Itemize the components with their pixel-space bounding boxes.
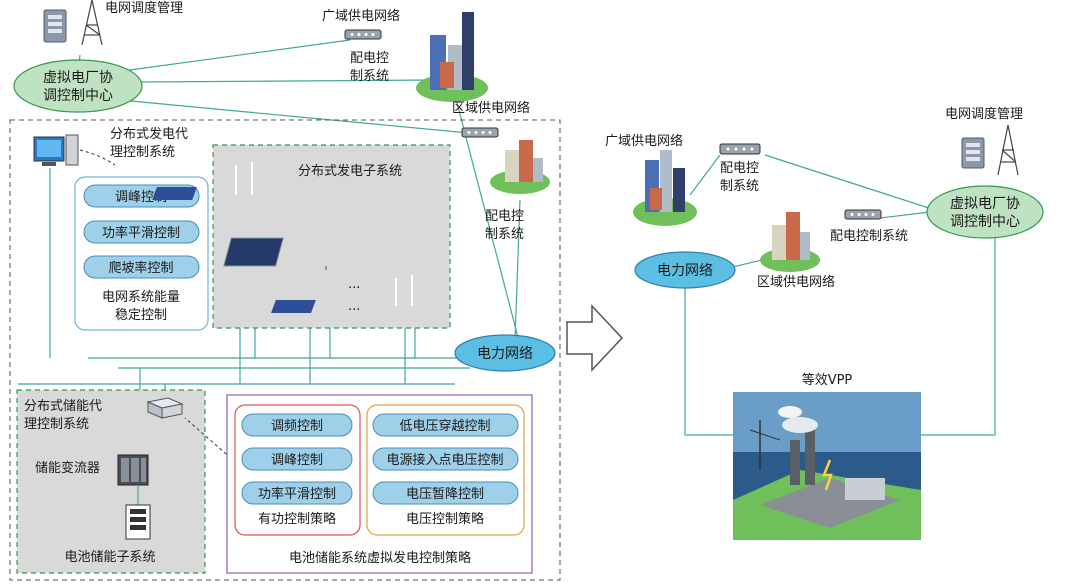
right-vpp-center-line2: 调控制中心 (950, 214, 1020, 230)
active-control-2: 功率平滑控制 (258, 486, 336, 502)
wind-solar-icon (152, 162, 253, 200)
right-power-grid: 电力网络 (634, 251, 736, 289)
vpp-center-line1: 虚拟电厂协 (43, 70, 113, 86)
ramp-rate-pill[interactable] (83, 255, 200, 279)
voltage-control-2: 电压暂降控制 (406, 487, 484, 502)
server-icon (961, 137, 985, 169)
dist-ctrl-top-line1: 配电控 (350, 51, 389, 66)
grid-dispatch-label: 电网调度管理 (105, 0, 183, 16)
battery-stack-icon (125, 504, 151, 540)
right-connection-lines (684, 154, 996, 436)
right-power-grid-label: 电力网络 (657, 263, 713, 279)
active-strategy-label: 有功控制策略 (258, 511, 336, 527)
stability-label-line2: 稳定控制 (115, 307, 167, 323)
battery-subsystem-label: 电池储能子系统 (64, 550, 155, 565)
dashed-link (79, 149, 116, 166)
city-buildings-icon (416, 12, 488, 102)
dg-ellipsis-1: ··· (348, 281, 360, 296)
dist-agent-line2: 理控制系统 (110, 145, 175, 160)
city-buildings-icon (633, 150, 697, 226)
peak-control-pill[interactable] (241, 447, 353, 471)
left-outer-frame (9, 119, 561, 581)
radio-tower-icon (81, 0, 103, 46)
router-icon (344, 29, 382, 40)
computer-icon (33, 134, 79, 166)
router-icon (844, 209, 882, 220)
left-power-grid: 电力网络 (454, 334, 556, 372)
right-grid-dispatch-label: 电网调度管理 (945, 106, 1023, 122)
right-regional-grid-label: 区域供电网络 (757, 274, 835, 290)
stability-controls: 调峰控制 功率平滑控制 爬坡率控制 (83, 184, 200, 279)
dist-ctrl-top-line2: 制系统 (350, 69, 389, 84)
storage-subsystem-box (16, 389, 206, 574)
voltage-strategy-label: 电压控制策略 (406, 511, 484, 527)
pcc-voltage-control-pill[interactable] (372, 447, 519, 471)
server-icon (43, 9, 67, 43)
converter-label: 储能变流器 (35, 460, 100, 476)
left-power-grid-label: 电力网络 (477, 346, 533, 362)
stability-label-line1: 电网系统能量 (102, 290, 180, 305)
wide-grid-label: 广域供电网络 (322, 8, 400, 24)
voltage-control-0: 低电压穿越控制 (399, 418, 490, 434)
lvrt-control-pill[interactable] (372, 413, 519, 437)
right-dist-ctrl-line1: 配电控 (720, 161, 759, 176)
city-buildings-icon (760, 212, 820, 272)
equivalent-vpp-label: 等效VPP (802, 372, 853, 388)
right-dist-ctrl-line2: 制系统 (720, 179, 759, 194)
power-plant-icon (733, 392, 921, 540)
active-controls: 调频控制 调峰控制 功率平滑控制 (241, 413, 353, 505)
smoothing-control-pill[interactable] (241, 481, 353, 505)
converter-cabinet-icon (117, 454, 149, 486)
dist-agent-line1: 分布式发电代 (110, 126, 188, 142)
freq-control-pill[interactable] (241, 413, 353, 437)
stability-control-box (74, 176, 209, 331)
dg-ellipsis-2: ··· (348, 303, 360, 318)
solar-panel-icon (223, 237, 327, 270)
router-icon (146, 397, 184, 419)
wind-solar-icon (271, 275, 413, 313)
right-arrow-icon (566, 304, 624, 372)
radio-tower-icon (997, 124, 1019, 176)
active-control-0: 调频控制 (271, 419, 323, 434)
router-icon (461, 127, 499, 138)
battery-strategy-label: 电池储能系统虚拟发电控制策略 (289, 550, 471, 566)
regional-grid-label: 区域供电网络 (452, 100, 530, 116)
stability-control-1: 功率平滑控制 (102, 225, 180, 241)
right-vpp-center: 虚拟电厂协 调控制中心 (926, 185, 1044, 239)
dist-ctrl-right-line1: 配电控 (485, 209, 524, 224)
right-dist-ctrl-inline-label: 配电控制系统 (830, 229, 908, 244)
dg-subsystem-label: 分布式发电子系统 (298, 163, 402, 179)
storage-agent-line2: 理控制系统 (24, 417, 89, 432)
left-grid-dispatch: 电网调度管理 (43, 0, 183, 46)
dist-ctrl-right-line2: 制系统 (485, 227, 524, 242)
right-vpp-center-line1: 虚拟电厂协 (950, 196, 1020, 212)
right-wide-grid-label: 广域供电网络 (605, 133, 683, 149)
sag-control-pill[interactable] (372, 481, 519, 505)
active-control-1: 调峰控制 (271, 453, 323, 468)
vpp-center-line2: 调控制中心 (43, 88, 113, 104)
router-icon (719, 143, 761, 155)
city-buildings-icon (490, 140, 550, 194)
power-smoothing-pill[interactable] (83, 220, 200, 244)
left-vpp-center: 虚拟电厂协 调控制中心 (13, 59, 143, 113)
stability-control-0: 调峰控制 (115, 190, 167, 205)
voltage-controls: 低电压穿越控制 电源接入点电压控制 电压暂降控制 (372, 413, 519, 505)
stability-control-2: 爬坡率控制 (108, 260, 173, 276)
voltage-control-1: 电源接入点电压控制 (386, 452, 503, 468)
storage-agent-line1: 分布式储能代 (24, 399, 102, 414)
